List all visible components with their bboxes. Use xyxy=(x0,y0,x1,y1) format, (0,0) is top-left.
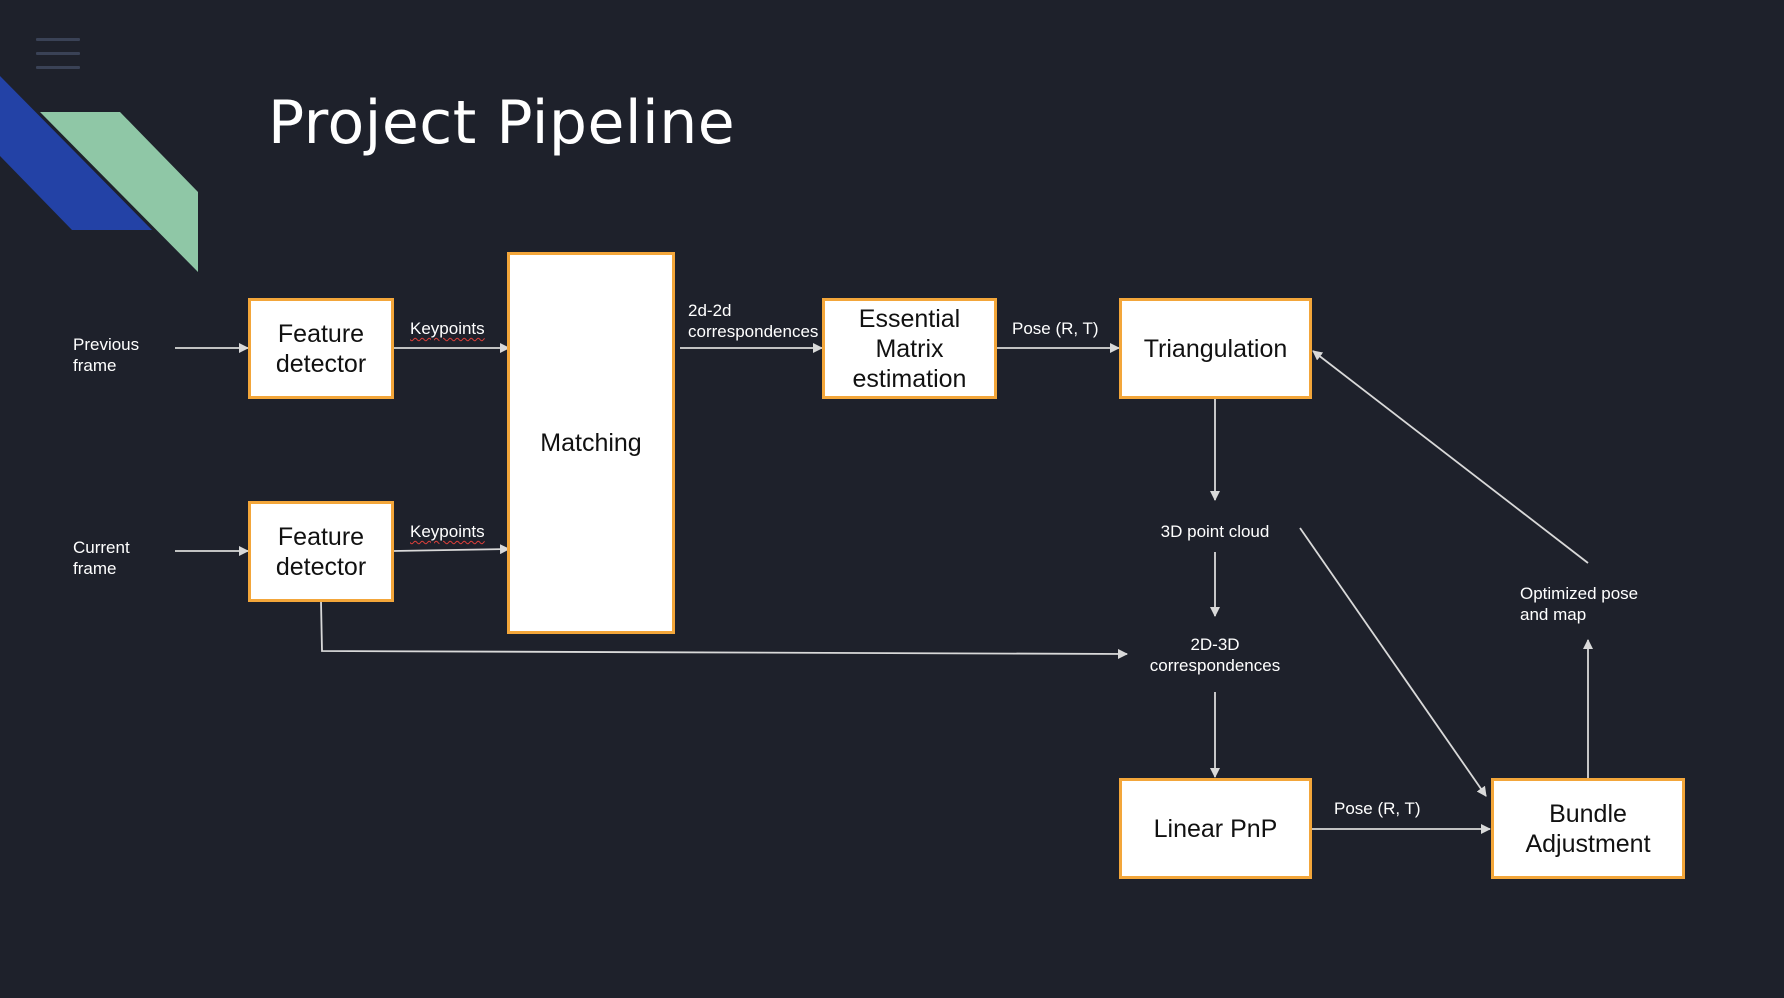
current-frame-label: Current frame xyxy=(73,538,130,578)
arrow-optimized-to-triangulation xyxy=(1312,350,1589,564)
pose-bottom-label: Pose (R, T) xyxy=(1334,799,1421,818)
blue-stripe xyxy=(0,76,152,230)
hamburger-menu-icon[interactable] xyxy=(36,38,80,70)
previous-frame-label: Previous frame xyxy=(73,335,140,375)
keypoints-bottom-label: Keypoints xyxy=(410,522,485,541)
arrow-keypoints-bottom xyxy=(392,544,510,555)
linear-pnp-box[interactable]: Linear PnP xyxy=(1119,778,1312,879)
correspondences-2d2d-label: 2d-2d correspondences xyxy=(688,301,819,341)
feature-detector-bottom-box[interactable]: Feature detector xyxy=(248,501,394,602)
essential-matrix-box[interactable]: Essential Matrix estimation xyxy=(822,298,997,399)
keypoints-top-label: Keypoints xyxy=(410,319,485,338)
pose-top-label: Pose (R, T) xyxy=(1012,319,1099,338)
corner-decoration xyxy=(0,76,198,272)
point-cloud-label: 3D point cloud xyxy=(1160,522,1270,541)
matching-box[interactable]: Matching xyxy=(507,252,675,634)
correspondences-2d3d-label: 2D-3D correspondences xyxy=(1149,635,1281,675)
optimized-pose-label: Optimized pose and map xyxy=(1520,584,1639,624)
triangulation-box[interactable]: Triangulation xyxy=(1119,298,1312,399)
arrow-cloud-to-bundle xyxy=(1299,527,1487,797)
green-stripe xyxy=(40,112,198,272)
slide-title: Project Pipeline xyxy=(268,88,736,158)
feature-detector-top-box[interactable]: Feature detector xyxy=(248,298,394,399)
arrow-detector-to-2d3d xyxy=(320,600,1128,659)
bundle-adjustment-box[interactable]: Bundle Adjustment xyxy=(1491,778,1685,879)
